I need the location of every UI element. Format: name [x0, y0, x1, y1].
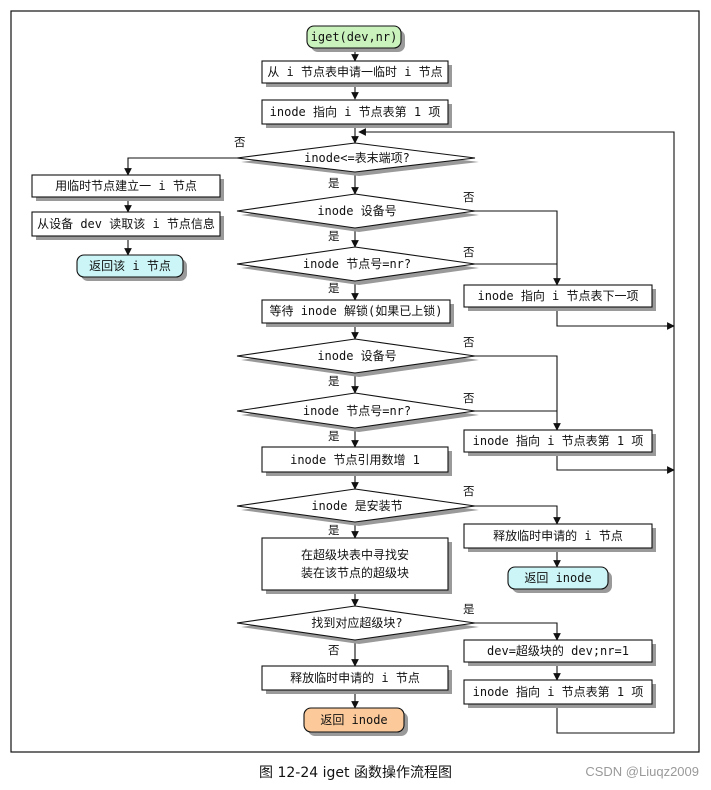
watermark: CSDN @Liuqz2009 [585, 764, 699, 779]
use-temp-label: 用临时节点建立一 i 节点 [55, 178, 197, 193]
cond-dev-1-label: inode 设备号 [317, 204, 396, 218]
point-next-box [463, 284, 653, 308]
branch-yes-dev-1: 是 [328, 229, 340, 243]
cond-found-super-diamond [236, 605, 476, 641]
branch-no-dev-2: 否 [463, 335, 475, 349]
release-temp-2-box [261, 665, 449, 691]
cond-dev-2-diamond [236, 338, 476, 374]
cond-nr-2-diamond [236, 392, 476, 429]
cond-mount-label: inode 是安装节 [311, 498, 402, 513]
branch-no-table-end: 否 [234, 135, 246, 149]
return-node-terminal [76, 254, 184, 278]
cond-mount-diamond [236, 488, 476, 523]
find-super-label-1: 在超级块表中寻找安 [301, 547, 409, 562]
find-super-label-2: 装在该节点的超级块 [301, 565, 409, 580]
point-first-label: inode 指向 i 节点表第 1 项 [270, 104, 441, 119]
return-node-label: 返回该 i 节点 [89, 259, 171, 273]
inc-ref-box [261, 446, 449, 473]
alloc-temp-label: 从 i 节点表申请一临时 i 节点 [267, 65, 442, 79]
cond-table-end-diamond [236, 142, 476, 173]
branch-no-nr-2: 否 [463, 391, 475, 405]
outer-border [10, 10, 700, 753]
return-inode-1-terminal [507, 566, 609, 590]
point-first-2-box [463, 429, 653, 453]
start-node [306, 25, 402, 49]
use-temp-box [31, 174, 221, 198]
set-dev-nr-box [463, 639, 653, 663]
release-temp-2-label: 释放临时申请的 i 节点 [290, 670, 420, 685]
point-next-label: inode 指向 i 节点表下一项 [477, 288, 638, 303]
find-super-box [261, 537, 449, 591]
alloc-temp-box [261, 60, 449, 84]
branch-yes-nr-2: 是 [328, 429, 340, 443]
cond-dev-2-label: inode 设备号 [317, 349, 396, 363]
branch-yes-dev-2: 是 [328, 374, 340, 388]
return-inode-2-terminal [303, 707, 405, 733]
release-temp-1-label: 释放临时申请的 i 节点 [493, 528, 623, 543]
cond-nr-2-label: inode 节点号=nr? [303, 404, 411, 418]
read-dev-box [31, 211, 221, 237]
branch-no-nr-1: 否 [463, 245, 475, 259]
branch-yes-mount: 是 [328, 523, 340, 537]
point-first-3-box [463, 679, 653, 705]
branch-yes-nr-1: 是 [328, 281, 340, 295]
wait-unlock-box [261, 299, 451, 324]
cond-nr-1-label: inode 节点号=nr? [303, 257, 411, 271]
figure-caption: 图 12-24 iget 函数操作流程图 [259, 765, 452, 781]
cond-dev-1-diamond [236, 193, 476, 229]
branch-yes-found: 是 [463, 602, 475, 616]
return-inode-1-label: 返回 inode [524, 571, 591, 585]
start-label: iget(dev,nr) [311, 30, 398, 44]
point-first-3-label: inode 指向 i 节点表第 1 项 [473, 684, 644, 699]
set-dev-nr-label: dev=超级块的 dev;nr=1 [487, 643, 629, 658]
branch-no-found: 否 [328, 643, 340, 657]
cond-table-end-label: inode<=表末端项? [304, 151, 410, 165]
branch-no-mount: 否 [463, 484, 475, 498]
cond-nr-1-diamond [236, 246, 476, 282]
inc-ref-label: inode 节点引用数增 1 [290, 452, 420, 467]
point-first-box [261, 99, 449, 125]
point-first-2-label: inode 指向 i 节点表第 1 项 [473, 433, 644, 448]
cond-found-super-label: 找到对应超级块? [311, 615, 402, 630]
branch-yes-table-end: 是 [328, 176, 340, 190]
wait-unlock-label: 等待 inode 解锁(如果已上锁) [269, 303, 442, 318]
branch-no-dev-1: 否 [463, 190, 475, 204]
release-temp-1-box [463, 523, 653, 549]
return-inode-2-label: 返回 inode [320, 713, 387, 727]
read-dev-label: 从设备 dev 读取该 i 节点信息 [37, 216, 215, 231]
